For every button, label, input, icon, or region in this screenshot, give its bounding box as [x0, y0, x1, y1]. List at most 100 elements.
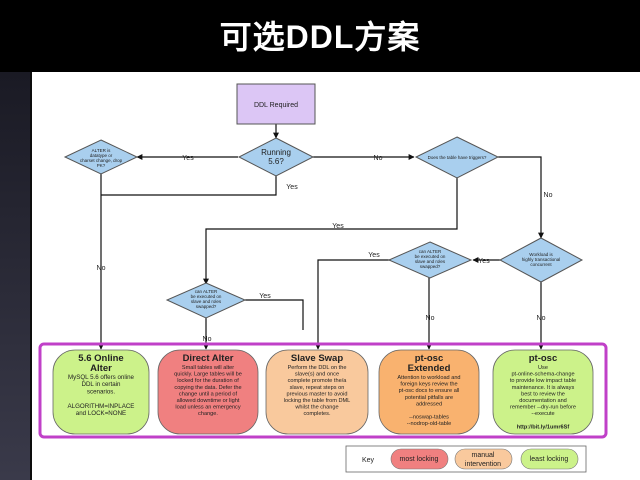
- outcome-ptosc-text: remember --dry-run before: [510, 405, 576, 411]
- diamond-alter-datatype: [63, 139, 139, 175]
- outcome-online-title: Alter: [90, 363, 112, 374]
- alter-datatype-line4: PK?: [97, 163, 106, 168]
- outcome-ptosc-ext-text: Attention to workload and: [397, 375, 460, 381]
- connectors: [98, 124, 544, 350]
- start-node: [236, 83, 316, 125]
- slave-mid-line4: swapped?: [420, 264, 441, 269]
- edge-label-yes-under: Yes: [286, 184, 298, 191]
- outcome-ptosc-text: Use: [538, 365, 548, 371]
- edge-label-yes-left: Yes: [182, 155, 194, 162]
- outcome-online-text: scenarios.: [87, 388, 115, 395]
- edge-label-no-triggers: No: [544, 192, 553, 199]
- alter-datatype-line2: datatype or: [90, 153, 113, 158]
- edge-label-no-slave-mid: No: [426, 315, 435, 322]
- triggers-label: Does the table have triggers?: [428, 155, 487, 160]
- outcome-swap-text: slave(s) and once: [295, 372, 339, 378]
- outcome-direct-title: Direct Alter: [183, 353, 234, 364]
- outcome-swap-text: completes.: [303, 411, 330, 417]
- slave-mid-line1: can ALTER: [419, 249, 442, 254]
- diamond-slave-mid: [387, 241, 473, 279]
- key-manual-swatch: [454, 448, 513, 470]
- edge-slave-left-yes: [245, 299, 304, 330]
- slave-left-line1: can ALTER: [195, 289, 218, 294]
- workload-line2: highly transactional: [522, 257, 561, 262]
- outcome-ptosc-ext-text: potential pitfalls are: [405, 395, 453, 401]
- left-decor-bar: [0, 72, 30, 480]
- outcome-swap: [265, 349, 369, 435]
- diamond-triggers: [414, 136, 500, 179]
- title-bar: [0, 0, 640, 72]
- slave-mid-line2: be executed on: [415, 254, 446, 259]
- outcome-ptosc-ext-text: addressed: [416, 401, 442, 407]
- outcome-direct-text: change until a period of: [179, 391, 238, 397]
- outcome-ptosc-text: maintenance. It is always: [512, 385, 575, 391]
- outcome-online-title: 5.6 Online: [78, 353, 123, 364]
- outcome-direct-text: quickly. Large tables will be: [174, 372, 242, 378]
- key-least-locking: least locking: [530, 456, 569, 463]
- slave-left-line4: swapped?: [196, 304, 217, 309]
- outcome-ptosc-text: http://bit.ly/1umr6Sf: [517, 424, 570, 430]
- key-manual-line1: manual: [472, 452, 495, 459]
- outcome-direct-text: change.: [198, 411, 218, 417]
- outcomes-highlight-frame: [38, 342, 608, 439]
- edge-triggers-no: [203, 178, 458, 285]
- outcome-ptosc-ext-title: Extended: [408, 363, 451, 374]
- workload-line1: Workload is: [529, 252, 553, 257]
- workload-line3: concurrent: [530, 262, 552, 267]
- edge-label-no-slave-left: No: [203, 336, 212, 343]
- outcome-swap-text: whilst the change: [294, 405, 338, 411]
- diamond-slave-left: [165, 282, 247, 319]
- outcome-online-text: and LOCK=NONE: [76, 410, 126, 417]
- edge-label-no-workload: No: [537, 315, 546, 322]
- outcome-swap-text: complete promote the/a: [288, 378, 348, 384]
- edge-slave-mid-yes: [315, 259, 390, 350]
- outcome-direct-text: load unless an emergency: [175, 405, 241, 411]
- slave-left-line3: slave and roles: [191, 299, 222, 304]
- diamond-workload: [498, 237, 584, 283]
- outcome-ptosc-text: --execute: [531, 411, 554, 417]
- edge-label-yes-slave-mid: Yes: [368, 252, 380, 259]
- edge-label-yes-slave-left: Yes: [259, 293, 271, 300]
- edge-labels: Yes No Yes No Yes Yes Yes No Yes No No N…: [97, 155, 553, 343]
- outcome-ptosc-ext-text: --noswap-tables: [409, 415, 449, 421]
- outcome-direct-text: Small tables will alter: [182, 365, 234, 371]
- slave-mid-line3: slave and roles: [415, 259, 446, 264]
- edge-triggers-yes-down: [498, 156, 544, 239]
- edge-label-yes-workload: Yes: [478, 258, 490, 265]
- diamond-running56: [237, 137, 315, 177]
- outcome-ptosc-ext-text: --nodrop-old-table: [407, 421, 451, 427]
- outcome-direct-text: locked for the duration of: [177, 378, 239, 384]
- key-most-locking-swatch: [390, 448, 449, 470]
- outcome-ptosc-ext: [378, 349, 480, 435]
- key-label: Key: [362, 457, 375, 464]
- outcome-ptosc-text: to provide low impact table: [510, 378, 576, 384]
- outcome-ptosc: [492, 349, 594, 435]
- outcome-online: [52, 349, 150, 435]
- alter-datatype-line1: ALTER is: [92, 148, 111, 153]
- start-node-label: DDL Required: [254, 102, 298, 109]
- outcome-direct-text: allowed downtime or light: [177, 398, 240, 404]
- edge-label-no-online: No: [97, 265, 106, 272]
- outcome-swap-text: Perform the DDL on the: [288, 365, 347, 371]
- outcome-ptosc-ext-text: foreign keys review the: [400, 382, 457, 388]
- running56-line1: Running: [261, 148, 291, 157]
- edge-label-no-right: No: [374, 155, 383, 162]
- edge-label-yes-mid-left: Yes: [332, 223, 344, 230]
- key-most-locking: most locking: [400, 456, 439, 463]
- outcome-swap-text: locking the table from DML: [284, 398, 351, 404]
- alter-datatype-line3: charset change, drop: [80, 158, 123, 163]
- outcome-direct-text: copying the data. Defer the: [174, 385, 241, 391]
- key-least-locking-swatch: [520, 448, 579, 470]
- outcome-direct: [157, 349, 259, 435]
- slide-title: 可选DDL方案: [219, 19, 421, 55]
- outcome-online-text: ALGORITHM=INPLACE: [68, 403, 135, 410]
- outcome-ptosc-ext-title: pt-osc: [415, 353, 444, 364]
- running56-line2: 5.6?: [268, 157, 284, 166]
- outcome-swap-text: previous master to avoid: [287, 391, 348, 397]
- outcome-swap-title: Slave Swap: [291, 353, 343, 364]
- slave-left-line2: be executed on: [191, 294, 222, 299]
- edge-yes-under: [101, 176, 277, 196]
- outcome-ptosc-title: pt-osc: [529, 353, 558, 364]
